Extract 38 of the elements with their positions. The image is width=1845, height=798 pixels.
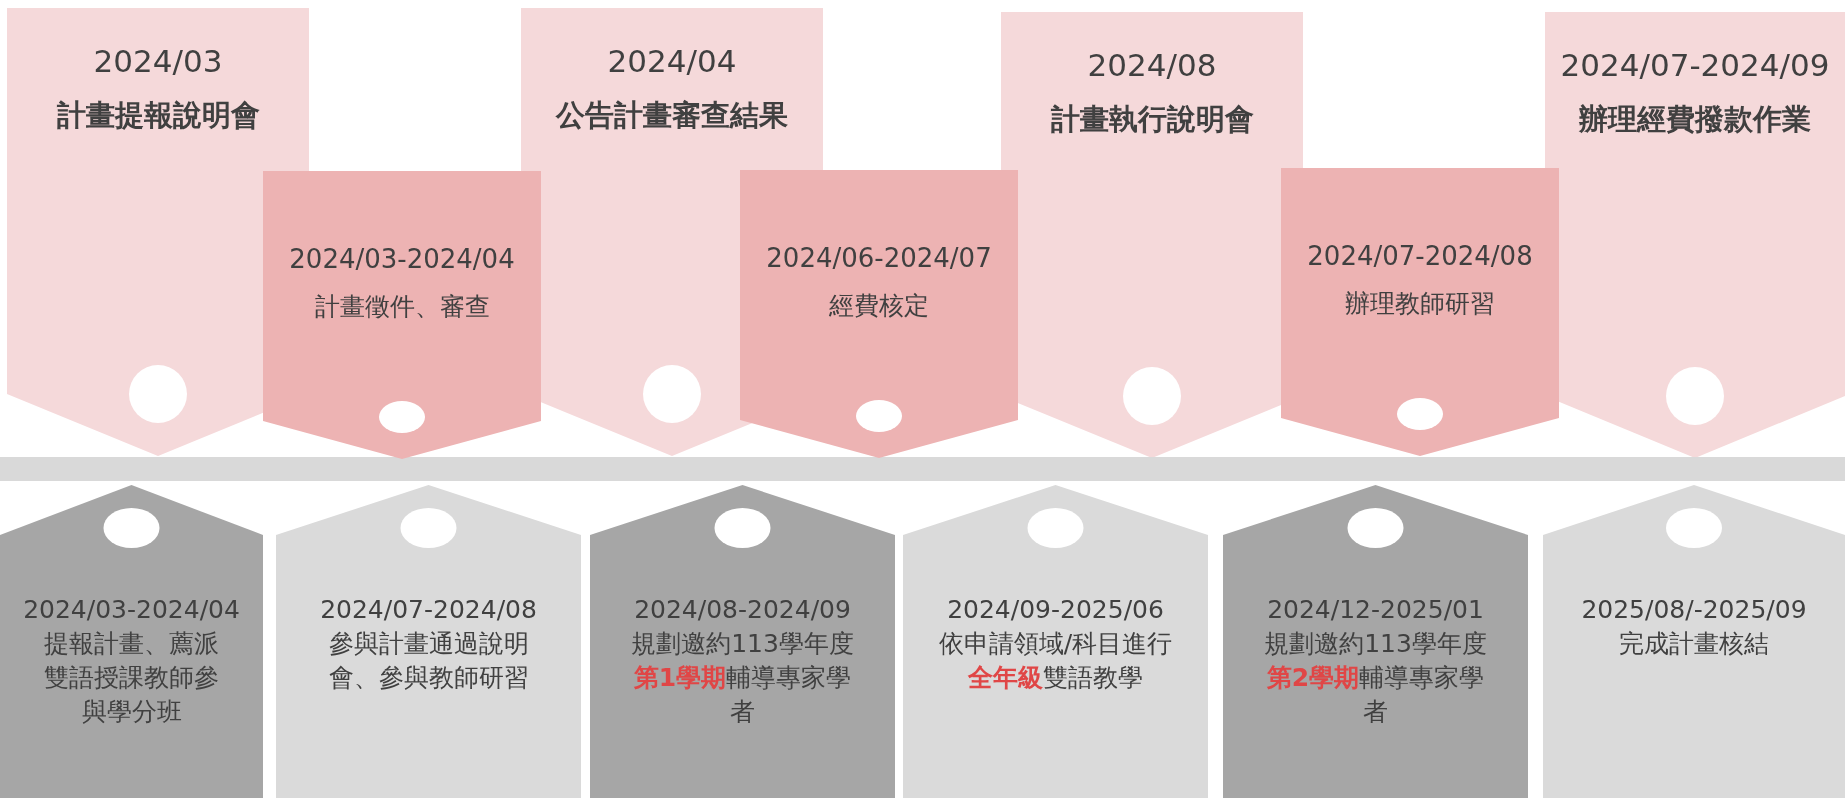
task-text: 經費核定 (829, 290, 929, 322)
date-text: 2024/07-2024/09 (1560, 46, 1830, 85)
task-text: 依申請領域/科目進行全年級雙語教學 (937, 628, 1174, 694)
date-text: 2024/09-2025/06 (947, 594, 1164, 626)
task-text: 辦理教師研習 (1345, 288, 1495, 320)
timeline-tag (1543, 485, 1845, 798)
task-text: 辦理經費撥款作業 (1579, 101, 1811, 138)
task-text: 計畫徵件、審查 (314, 291, 490, 323)
date-text: 2024/08 (1087, 46, 1217, 85)
task-text: 提報計畫、薦派雙語授課教師參與學分班 (43, 628, 220, 728)
timeline-tag (1001, 12, 1303, 458)
task-text: 規劃邀約113學年度第1學期輔導專家學者 (630, 628, 855, 728)
timeline-tag (0, 485, 263, 798)
timeline-tag (903, 485, 1208, 798)
date-text: 2024/12-2025/01 (1267, 594, 1484, 626)
date-text: 2024/03-2024/04 (23, 594, 240, 626)
task-text: 計畫提報說明會 (56, 97, 260, 134)
timeline-tag (263, 171, 541, 459)
date-text: 2024/03 (93, 42, 223, 81)
task-text: 規劃邀約113學年度第2學期輔導專家學者 (1263, 628, 1488, 728)
timeline-tag (1223, 485, 1528, 798)
timeline-tag (276, 485, 581, 798)
task-text: 公告計畫審查結果 (556, 97, 788, 134)
date-text: 2024/08-2024/09 (634, 594, 851, 626)
task-text: 參與計畫通過說明會、參與教師研習 (327, 628, 530, 694)
task-text: 完成計畫核結 (1619, 628, 1769, 660)
date-text: 2024/06-2024/07 (766, 242, 992, 275)
date-text: 2025/08/-2025/09 (1581, 594, 1807, 626)
timeline-tag (1281, 168, 1559, 456)
timeline-tag (590, 485, 895, 798)
date-text: 2024/04 (607, 42, 737, 81)
task-text: 計畫執行說明會 (1050, 101, 1254, 138)
timeline-band (0, 457, 1845, 481)
date-text: 2024/03-2024/04 (289, 243, 515, 276)
timeline-tag (1545, 12, 1845, 458)
date-text: 2024/07-2024/08 (1307, 240, 1533, 273)
date-text: 2024/07-2024/08 (320, 594, 537, 626)
timeline-tag (740, 170, 1018, 458)
